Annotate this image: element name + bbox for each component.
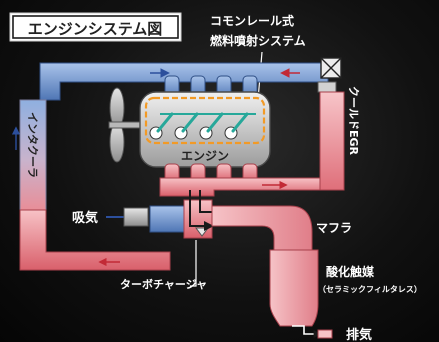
- oxidation-catalyst-body: [269, 249, 319, 327]
- catalyst-note-label: （セラミックフィルタレス）: [318, 284, 422, 294]
- compressor-housing: [149, 205, 185, 233]
- intake-label: 吸気: [72, 210, 98, 226]
- tailpipe: [317, 329, 333, 339]
- exhaust-pipe: [211, 205, 313, 257]
- turbocharger-leader: [190, 240, 197, 287]
- oxidation-catalyst-label: 酸化触媒: [326, 264, 375, 279]
- intake-inlet: 吸気: [72, 207, 149, 227]
- turbine-housing: [183, 199, 213, 239]
- intercooler-label: インタクーラ: [26, 112, 39, 178]
- egr-cooler: クールドEGR: [317, 81, 360, 191]
- cooling-fan: [108, 87, 142, 163]
- turbo-outlet-pipe: [19, 209, 171, 271]
- exhaust-manifold: [159, 163, 339, 197]
- egr-valve: [320, 57, 342, 79]
- intercooler: インタクーラ: [11, 99, 47, 238]
- title-box: エンジンシステム図: [9, 12, 182, 42]
- cooled-egr-label: クールドEGR: [347, 86, 360, 156]
- cylinder-row: [149, 126, 238, 140]
- exhaust-label: 排気: [346, 327, 372, 342]
- muffler-and-catalyst: マフラ 酸化触媒 （セラミックフィルタレス） 排気: [211, 205, 422, 342]
- engine-block: エンジン: [139, 91, 271, 168]
- engine-label: エンジン: [181, 149, 229, 163]
- common-rail-label-line1: コモンレール式: [210, 13, 294, 28]
- common-rail-label-line2: 燃料噴射システム: [210, 33, 306, 48]
- common-rail: [144, 96, 266, 145]
- turbocharger-label: ターボチャージャ: [120, 277, 207, 291]
- diagram-title: エンジンシステム図: [28, 20, 163, 38]
- fuel-injectors: [156, 112, 249, 133]
- muffler-label: マフラ: [316, 221, 352, 235]
